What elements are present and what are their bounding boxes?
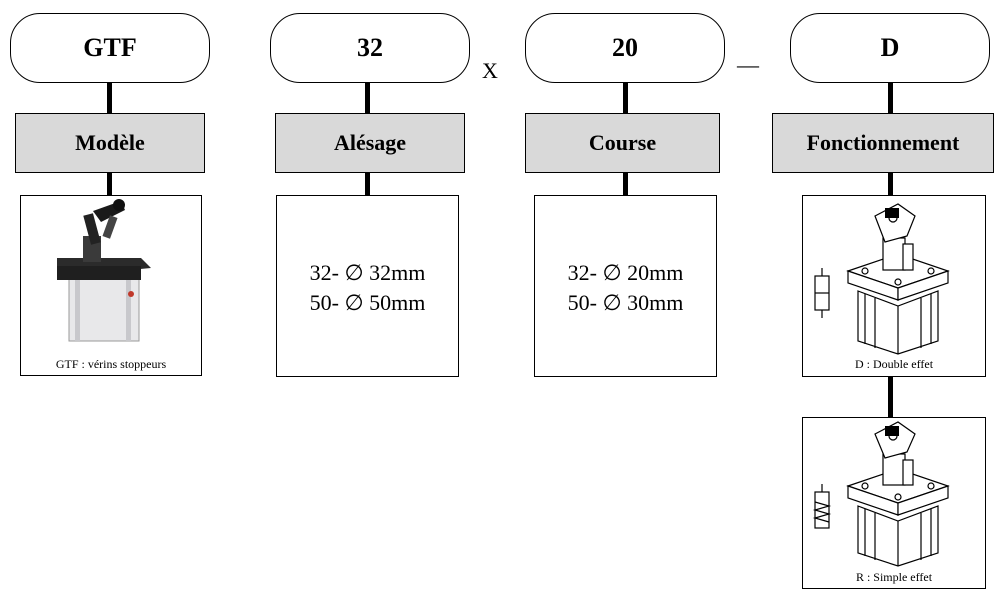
separator-x: X (482, 58, 498, 83)
separator-dash: — (737, 52, 759, 77)
double-effect-box: D : Double effet (802, 195, 986, 377)
connector (365, 173, 370, 195)
simple-effect-caption: R : Simple effet (855, 570, 933, 584)
connector (623, 173, 628, 195)
connector (888, 83, 893, 113)
model-caption: GTF : vérins stoppeurs (55, 357, 167, 371)
stopper-cylinder-photo (57, 199, 151, 342)
option-line: 32- ∅ 32mm (309, 260, 426, 285)
connector (365, 83, 370, 113)
connector (888, 173, 893, 195)
label-course: Course (525, 113, 720, 173)
label-modele: Modèle (15, 113, 205, 173)
option-line: 50- ∅ 50mm (309, 290, 426, 315)
code-pill-fonctionnement: D (790, 13, 990, 83)
label-text: Fonctionnement (806, 130, 960, 155)
option-line: 50- ∅ 30mm (567, 290, 684, 315)
code-text: 20 (612, 33, 638, 62)
code-text: GTF (83, 33, 137, 62)
simple-effect-box: R : Simple effet (802, 417, 986, 589)
connector (623, 83, 628, 113)
code-pill-modele: GTF (10, 13, 210, 83)
code-pill-course: 20 (525, 13, 725, 83)
label-text: Modèle (75, 130, 145, 155)
double-effect-caption: D : Double effet (854, 357, 934, 371)
code-text: D (880, 33, 900, 62)
label-text: Course (588, 130, 657, 155)
connector (107, 173, 112, 195)
code-pill-alesage: 32 (270, 13, 470, 83)
stroke-options-box: 32- ∅ 20mm 50- ∅ 30mm (534, 195, 717, 377)
cylinder-drawing (812, 421, 950, 567)
bore-options-box: 32- ∅ 32mm 50- ∅ 50mm (276, 195, 459, 377)
code-text: 32 (357, 33, 383, 62)
connector (107, 83, 112, 113)
connector (888, 377, 893, 417)
label-text: Alésage (333, 130, 407, 155)
label-fonctionnement: Fonctionnement (772, 113, 994, 173)
cylinder-drawing (814, 203, 950, 355)
option-line: 32- ∅ 20mm (567, 260, 684, 285)
model-image-box: GTF : vérins stoppeurs (20, 195, 202, 376)
label-alesage: Alésage (275, 113, 465, 173)
